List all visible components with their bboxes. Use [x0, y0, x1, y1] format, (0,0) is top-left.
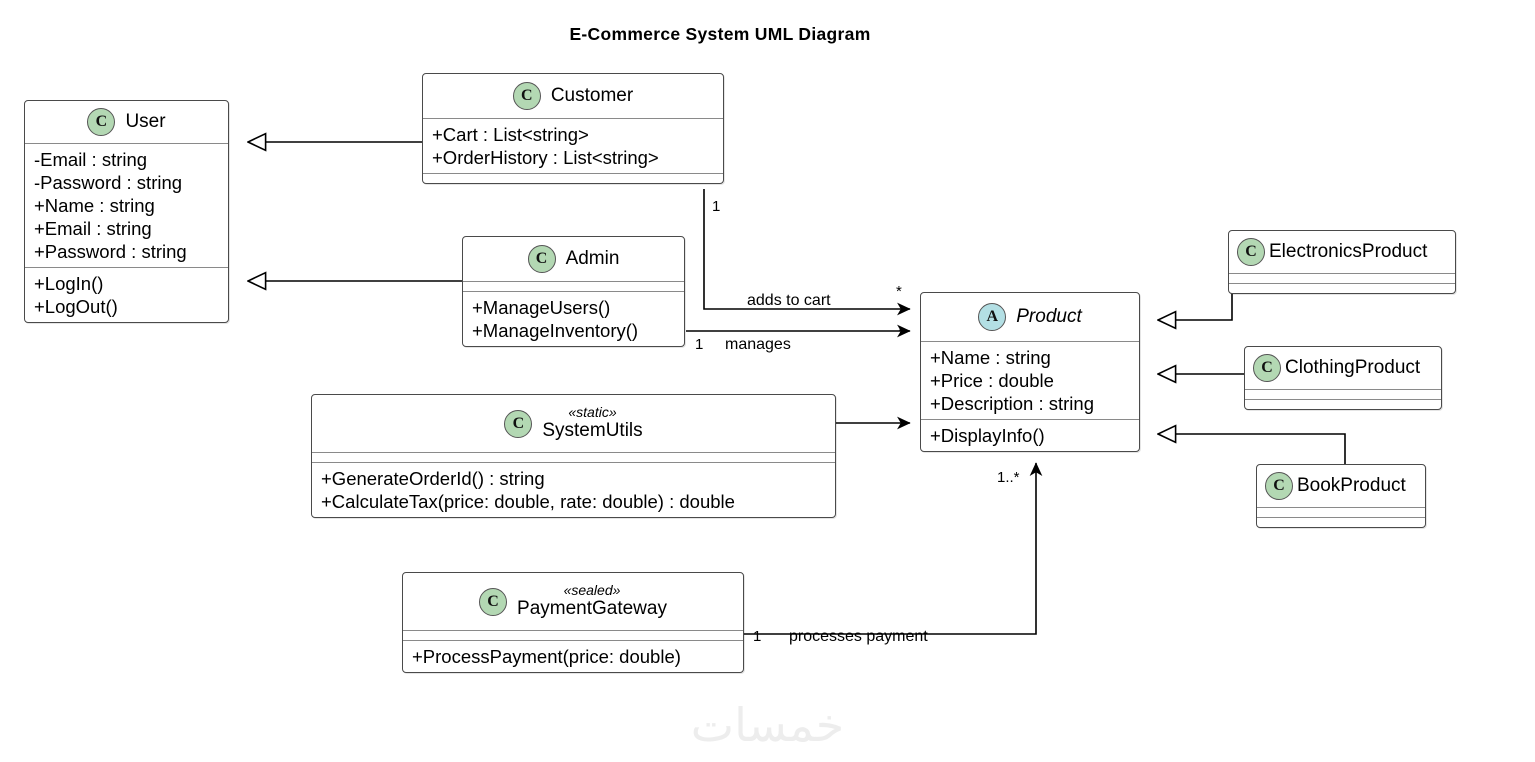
- attribute-row: +Email : string: [34, 218, 152, 239]
- link-customer-adds-to-cart-product: [703, 189, 911, 316]
- attribute-row: +Price : double: [930, 370, 1054, 391]
- watermark: خمسات: [690, 698, 845, 752]
- methods-compartment-clothingproduct: [1245, 399, 1441, 409]
- class-stereotype-paymentgateway: «sealed»: [563, 582, 621, 599]
- class-header-paymentgateway: C «sealed» PaymentGateway: [403, 573, 743, 630]
- class-box-systemutils[interactable]: C «static» SystemUtils +GenerateOrderId(…: [311, 394, 836, 518]
- methods-compartment-electronicsproduct: [1229, 283, 1455, 293]
- methods-compartment-paymentgateway: +ProcessPayment(price: double): [403, 640, 743, 672]
- attributes-compartment-systemutils: [312, 452, 835, 462]
- abstract-class-icon: A: [978, 303, 1007, 331]
- class-icon: C: [1237, 238, 1265, 266]
- methods-compartment-user: +LogIn() +LogOut(): [25, 267, 228, 322]
- class-icon: C: [479, 587, 508, 616]
- class-icon: C: [527, 245, 556, 273]
- attribute-row: -Email : string: [34, 149, 148, 170]
- link-electronicsproduct-inherits-product: [1158, 292, 1233, 320]
- page-title: E-Commerce System UML Diagram: [569, 24, 871, 44]
- methods-compartment-bookproduct: [1257, 517, 1425, 527]
- edge-label-manages: manages: [725, 336, 791, 353]
- attributes-compartment-admin: [463, 281, 684, 291]
- class-name-systemutils: SystemUtils: [542, 419, 643, 441]
- class-name-paymentgateway: PaymentGateway: [517, 597, 667, 619]
- attribute-row: +Description : string: [930, 393, 1094, 414]
- class-icon: C: [504, 409, 533, 438]
- class-box-product[interactable]: A Product +Name : string +Price : double…: [920, 292, 1140, 452]
- class-name-electronicsproduct: ElectronicsProduct: [1269, 241, 1428, 263]
- class-name-clothingproduct: ClothingProduct: [1285, 357, 1421, 379]
- attribute-row: -Password : string: [34, 172, 183, 193]
- attributes-compartment-clothingproduct: [1245, 389, 1441, 399]
- class-header-systemutils: C «static» SystemUtils: [312, 395, 835, 452]
- attributes-compartment-bookproduct: [1257, 507, 1425, 517]
- class-header-customer: C Customer: [423, 74, 723, 118]
- attributes-compartment-user: -Email : string -Password : string +Name…: [25, 143, 228, 267]
- class-header-product: A Product: [921, 293, 1139, 341]
- method-row: +DisplayInfo(): [930, 425, 1045, 446]
- methods-compartment-product: +DisplayInfo(): [921, 419, 1139, 451]
- attribute-row: +OrderHistory : List<string>: [432, 147, 659, 168]
- attribute-row: +Cart : List<string>: [432, 124, 589, 145]
- class-box-paymentgateway[interactable]: C «sealed» PaymentGateway +ProcessPaymen…: [402, 572, 744, 673]
- class-stereotype-systemutils: «static»: [568, 404, 617, 421]
- method-row: +GenerateOrderId() : string: [321, 468, 545, 489]
- class-icon: C: [512, 82, 541, 110]
- attributes-compartment-paymentgateway: [403, 630, 743, 640]
- multiplicity-paymentgateway-processes-payment-target: 1..*: [997, 469, 1020, 486]
- class-box-admin[interactable]: C Admin +ManageUsers() +ManageInventory(…: [462, 236, 685, 347]
- attributes-compartment-customer: +Cart : List<string> +OrderHistory : Lis…: [423, 118, 723, 173]
- class-name-bookproduct: BookProduct: [1297, 475, 1406, 497]
- attribute-row: +Password : string: [34, 241, 187, 262]
- class-box-electronicsproduct[interactable]: C ElectronicsProduct: [1228, 230, 1456, 294]
- class-box-clothingproduct[interactable]: C ClothingProduct: [1244, 346, 1442, 410]
- attribute-row: +Name : string: [34, 195, 155, 216]
- class-header-electronicsproduct: C ElectronicsProduct: [1229, 231, 1455, 273]
- class-name-admin: Admin: [565, 248, 620, 270]
- class-icon: C: [1265, 472, 1293, 500]
- method-row: +LogIn(): [34, 273, 104, 294]
- method-row: +ManageUsers(): [472, 297, 611, 318]
- edge-label-adds-to-cart: adds to cart: [747, 292, 831, 309]
- class-name-user: User: [125, 111, 166, 133]
- method-row: +ProcessPayment(price: double): [412, 646, 681, 667]
- class-header-clothingproduct: C ClothingProduct: [1245, 347, 1441, 389]
- attributes-compartment-electronicsproduct: [1229, 273, 1455, 283]
- attributes-compartment-product: +Name : string +Price : double +Descript…: [921, 341, 1139, 419]
- multiplicity-admin-manages-target: *: [899, 325, 905, 342]
- multiplicity-paymentgateway-processes-payment-source: 1: [753, 628, 762, 645]
- link-bookproduct-inherits-product: [1158, 434, 1346, 464]
- class-header-user: C User: [25, 101, 228, 143]
- method-row: +ManageInventory(): [472, 320, 639, 341]
- edge-label-processes-payment: processes payment: [789, 628, 928, 645]
- class-icon: C: [1253, 354, 1281, 382]
- methods-compartment-systemutils: +GenerateOrderId() : string +CalculateTa…: [312, 462, 835, 517]
- multiplicity-admin-manages-source: 1: [695, 336, 704, 353]
- class-name-customer: Customer: [550, 85, 634, 107]
- method-row: +LogOut(): [34, 296, 118, 317]
- class-name-product: Product: [1016, 306, 1082, 328]
- class-box-bookproduct[interactable]: C BookProduct: [1256, 464, 1426, 528]
- methods-compartment-customer: [423, 173, 723, 183]
- class-header-bookproduct: C BookProduct: [1257, 465, 1425, 507]
- class-box-customer[interactable]: C Customer +Cart : List<string> +OrderHi…: [422, 73, 724, 184]
- class-box-user[interactable]: C User -Email : string -Password : strin…: [24, 100, 229, 323]
- multiplicity-customer-adds-to-cart-target: *: [896, 283, 902, 300]
- method-row: +CalculateTax(price: double, rate: doubl…: [321, 491, 735, 512]
- methods-compartment-admin: +ManageUsers() +ManageInventory(): [463, 291, 684, 346]
- class-header-admin: C Admin: [463, 237, 684, 281]
- multiplicity-customer-adds-to-cart-source: 1: [712, 198, 721, 215]
- attribute-row: +Name : string: [930, 347, 1051, 368]
- class-icon: C: [87, 108, 116, 136]
